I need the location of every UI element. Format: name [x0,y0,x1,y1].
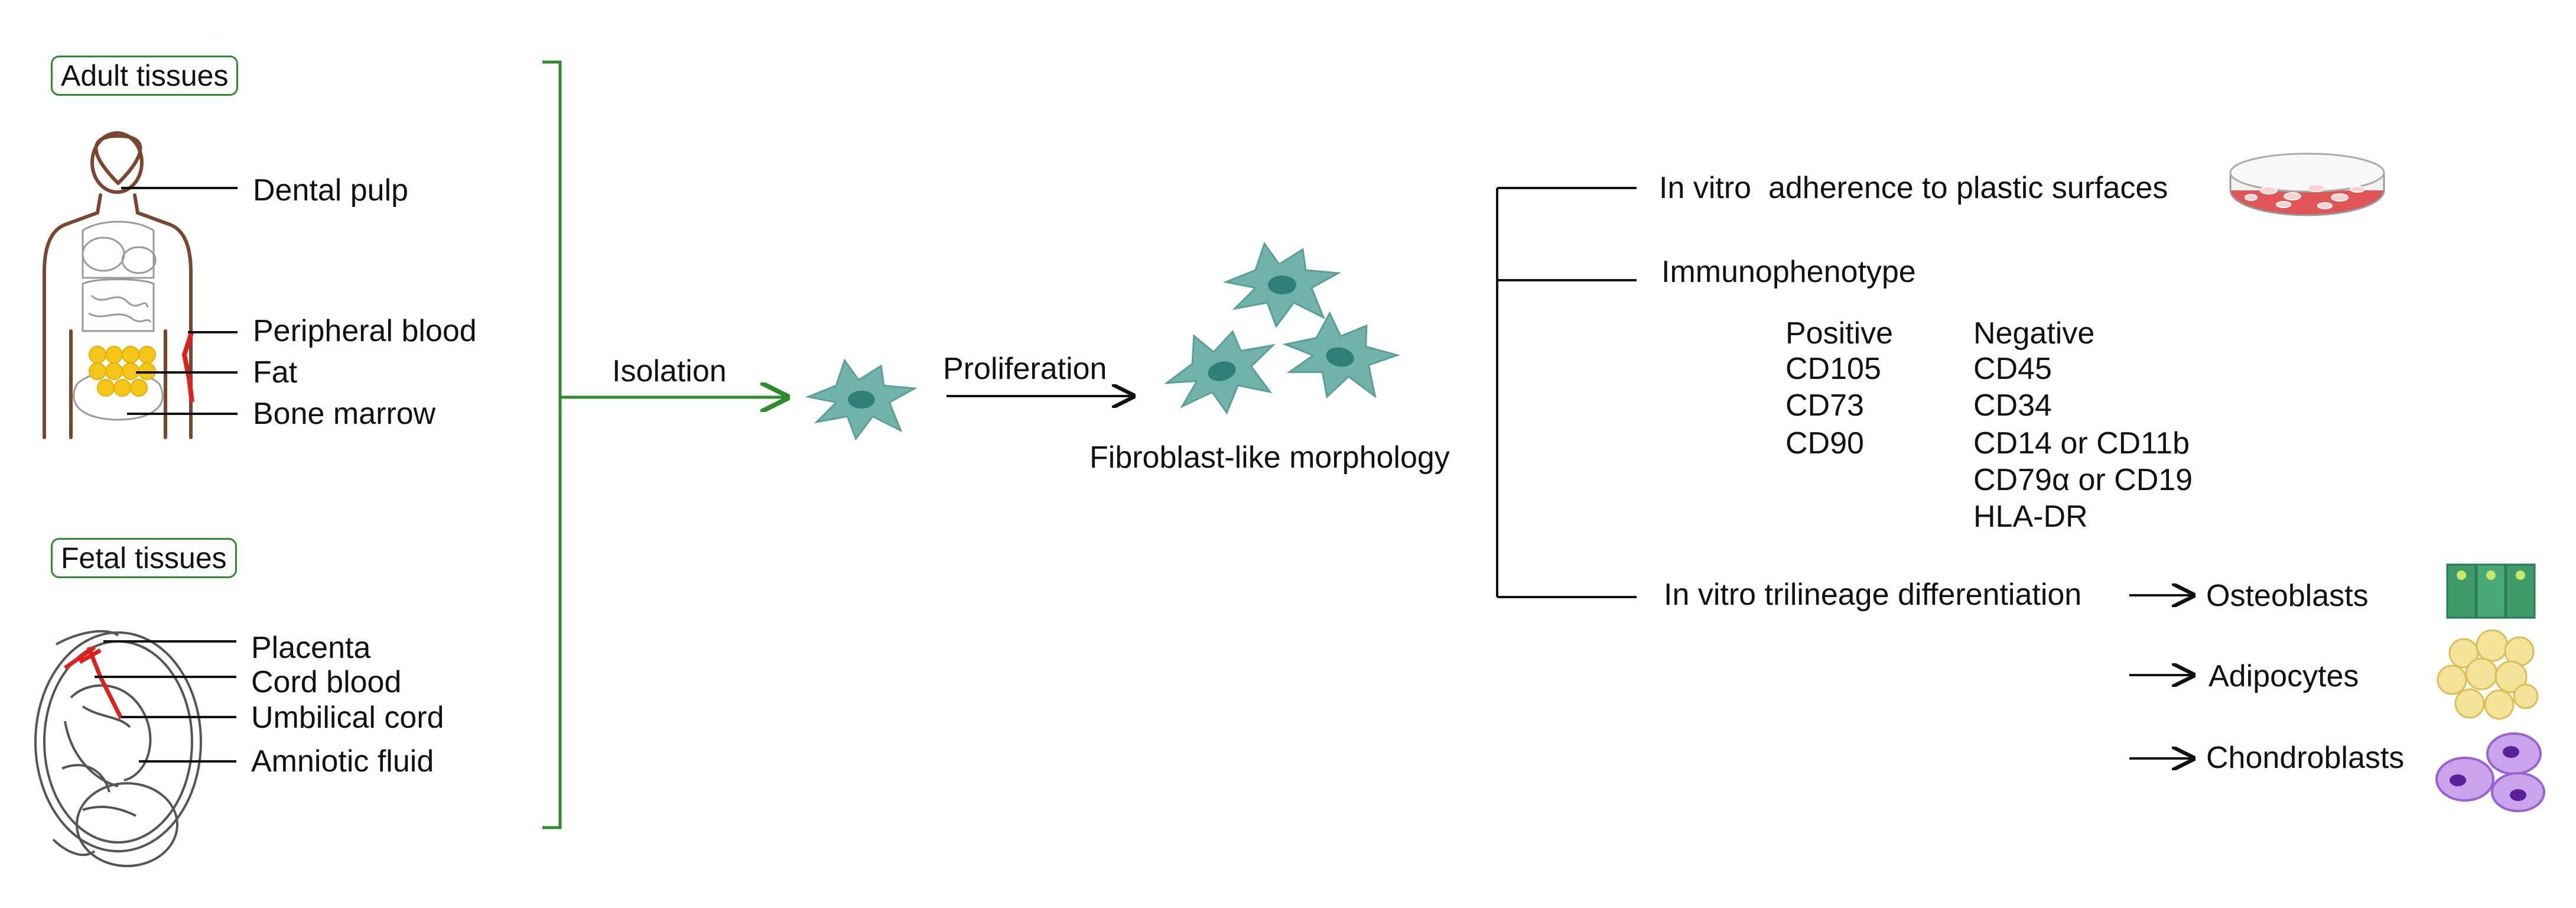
lineage-arrows [2129,595,2193,758]
adult-pointer-lines [121,187,238,415]
lineage-osteoblasts: Osteoblasts [2206,579,2369,613]
negative-marker: CD45 [1973,352,2052,386]
positive-marker: CD105 [1785,352,1881,386]
fat-tissue-illustration [89,346,156,397]
negative-marker: CD34 [1973,388,2052,423]
source-bone-marrow: Bone marrow [253,397,436,431]
petri-dish-illustration [2229,153,2385,216]
proliferation-label: Proliferation [943,352,1107,386]
fetus-illustration [34,630,202,867]
negative-marker: CD14 or CD11b [1973,426,2190,461]
source-amniotic-fluid: Amniotic fluid [251,744,434,779]
fetal-tissues-header: Fetal tissues [51,538,237,578]
chondroblasts-icon [2435,732,2545,812]
isolation-label: Isolation [612,354,727,388]
proliferated-cell-2 [1156,316,1288,427]
proliferated-cell-3 [1276,306,1404,408]
adult-body-illustration [43,131,193,439]
source-placenta: Placenta [251,631,371,665]
positive-marker: CD90 [1785,426,1864,461]
lineage-adipocytes: Adipocytes [2209,659,2359,693]
morphology-label: Fibroblast-like morphology [1089,440,1450,475]
source-peripheral-blood: Peripheral blood [253,314,477,348]
umbilical-vessel-illustration [63,646,123,719]
single-cell-illustration [807,359,916,440]
adipocytes-icon [2437,629,2539,720]
source-fat: Fat [253,355,298,390]
criteria-bracket [1496,187,1637,598]
negative-header: Negative [1973,316,2095,351]
source-cord-blood: Cord blood [251,665,402,699]
negative-marker: HLA-DR [1973,500,2088,534]
adult-tissues-header: Adult tissues [51,56,239,96]
lineage-chondroblasts: Chondroblasts [2206,741,2405,775]
proliferated-cell-1 [1225,242,1339,327]
criterion-differentiation: In vitro trilineage differentiation [1664,578,2082,612]
source-dental-pulp: Dental pulp [253,173,409,207]
blood-vessel-illustration [181,330,194,403]
negative-marker: CD79α or CD19 [1973,463,2193,497]
fetal-pointer-lines [95,640,236,763]
criterion-adherence: In vitro adherence to plastic surfaces [1659,171,2168,205]
source-umbilical-cord: Umbilical cord [251,701,444,735]
positive-marker: CD73 [1785,388,1864,423]
source-bracket [542,60,562,829]
positive-header: Positive [1785,316,1894,351]
criterion-immunophenotype: Immunophenotype [1661,255,1916,289]
osteoblasts-icon [2446,563,2536,619]
